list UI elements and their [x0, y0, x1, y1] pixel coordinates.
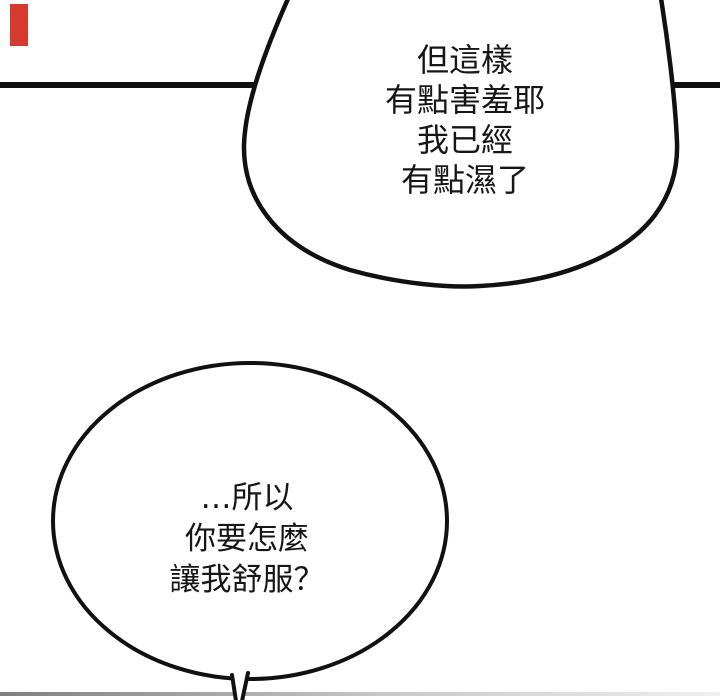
speech-bubble-top-text: 但這樣 有點害羞耶 我已經 有點濕了	[315, 40, 615, 200]
dialogue-line: 讓我舒服？	[169, 562, 325, 598]
dialogue-line: 你要怎麼	[185, 521, 309, 557]
speech-bubble-bottom-outline	[51, 361, 449, 681]
speech-bubble-bottom-text: …所以 你要怎麼 讓我舒服？	[97, 478, 397, 601]
dialogue-line: …所以	[200, 480, 294, 516]
red-highlight-marker	[10, 4, 28, 46]
dialogue-line: 有點害羞耶	[384, 81, 545, 119]
speech-bubble-tail-right-edge	[240, 671, 250, 700]
dialogue-line: 有點濕了	[400, 161, 529, 199]
bottom-panel-rule	[0, 692, 720, 696]
speech-bubble-tail-left-edge	[230, 673, 238, 700]
dialogue-line: 但這樣	[416, 41, 513, 79]
dialogue-line: 我已經	[416, 121, 513, 159]
speech-bubble-top-outline	[241, 0, 680, 289]
